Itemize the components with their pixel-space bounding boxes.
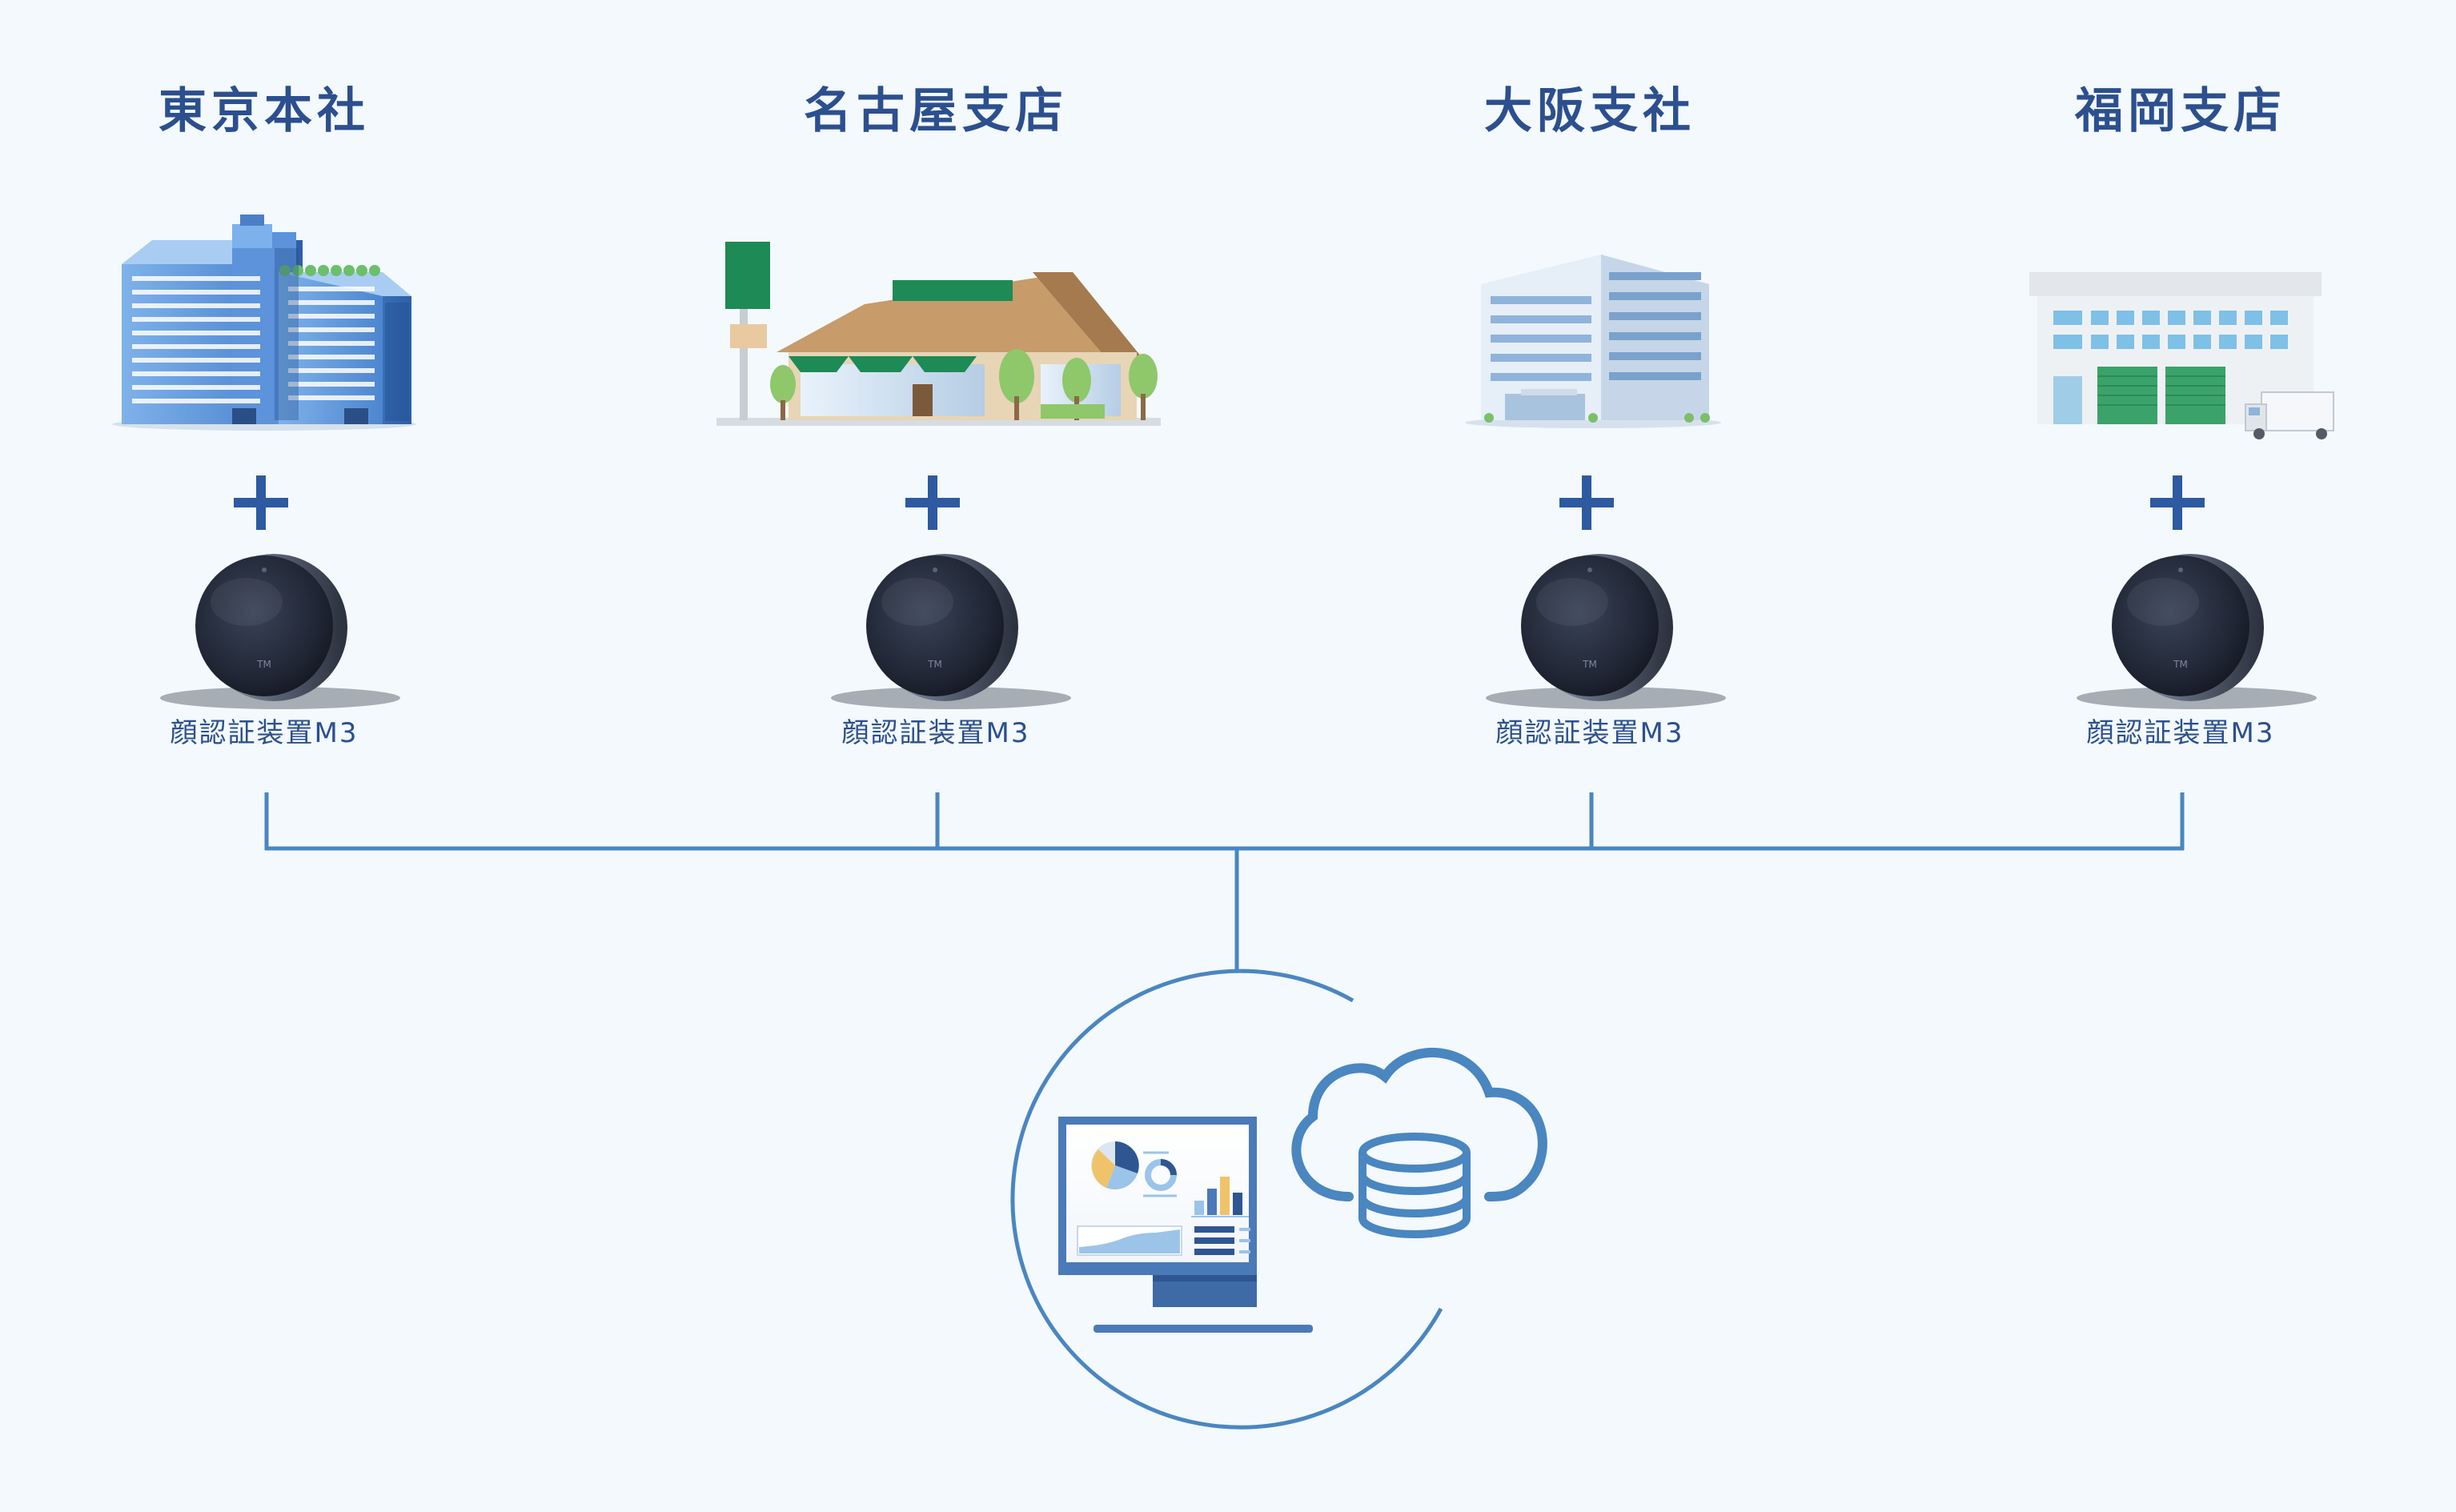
devices: TM TM TM TM: [160, 554, 2317, 709]
device-brand-mark: TM: [1582, 659, 1597, 670]
monitor-dashboard-icon: [1058, 1117, 1313, 1333]
plus-icon: [234, 475, 288, 530]
plus-icon: [905, 475, 960, 530]
connection-lines: [264, 792, 2185, 973]
device-label-osaka: 顔認証装置M3: [1495, 717, 1684, 749]
office-label-fukuoka: 福岡支店: [2075, 83, 2286, 139]
face-recognition-device-icon: TM: [2077, 554, 2317, 709]
face-recognition-device-icon: TM: [1486, 554, 1726, 709]
device-label-nagoya: 顔認証装置M3: [841, 717, 1030, 749]
device-label-tokyo: 顔認証装置M3: [170, 717, 359, 749]
plus-icon: [1559, 475, 1614, 530]
office-label-nagoya: 名古屋支店: [804, 83, 1068, 139]
system-ring: [1010, 969, 1443, 1430]
warehouse-truck-icon: [2029, 272, 2334, 439]
face-recognition-device-icon: TM: [160, 554, 400, 709]
retail-store-icon: [716, 242, 1161, 426]
office-label-tokyo: 東京本社: [159, 83, 370, 139]
plus-icons: [234, 475, 2205, 530]
device-brand-mark: TM: [927, 659, 942, 670]
office-building-icon: [1465, 255, 1721, 428]
device-brand-mark: TM: [2173, 659, 2188, 670]
high-rise-office-icon: [112, 215, 416, 431]
central-system: [1010, 969, 1547, 1430]
office-label-osaka: 大阪支社: [1484, 83, 1696, 139]
device-brand-mark: TM: [256, 659, 271, 670]
cloud-database-icon: [1291, 1048, 1547, 1238]
device-label-fukuoka: 顔認証装置M3: [2086, 717, 2275, 749]
plus-icon: [2150, 475, 2205, 530]
face-recognition-device-icon: TM: [831, 554, 1071, 709]
